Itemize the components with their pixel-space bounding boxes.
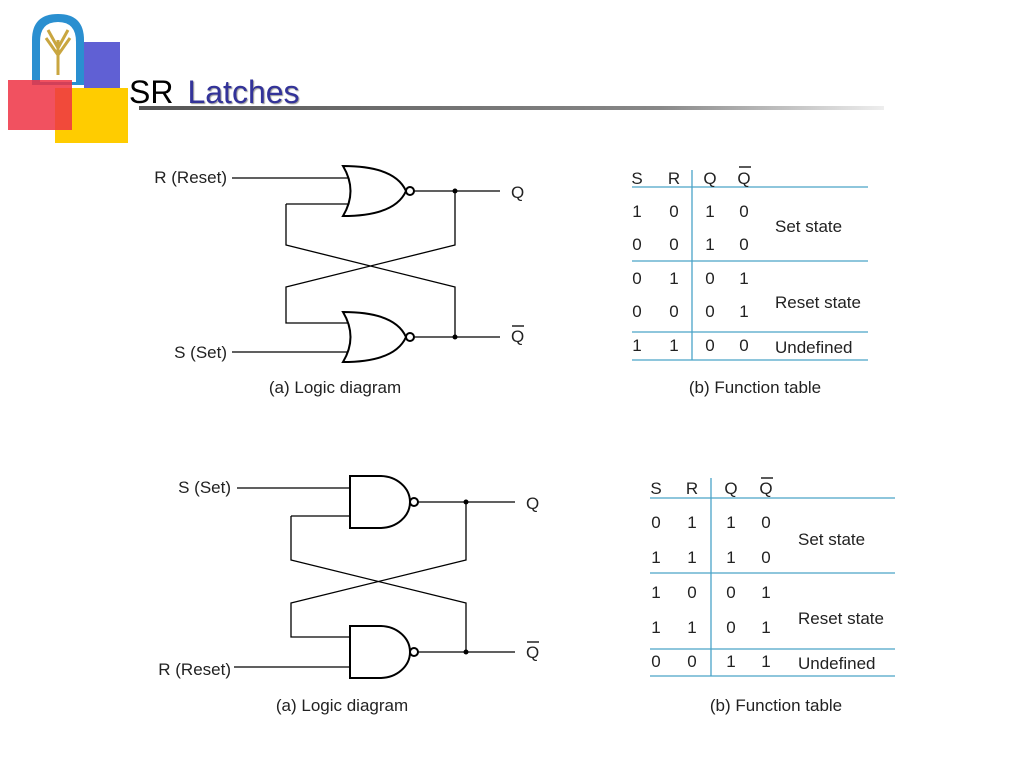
table-caption: (b) Function table bbox=[710, 696, 842, 715]
column-header: Q bbox=[737, 169, 750, 188]
nor-latch-diagram: R (Reset) S (Set) Q Q (a) Logic diagram bbox=[154, 164, 524, 397]
inverter-bubble bbox=[405, 332, 415, 342]
column-header: Q bbox=[724, 479, 737, 498]
junction-dot bbox=[452, 188, 458, 194]
title-underline bbox=[139, 106, 884, 110]
table-cell: 1 bbox=[632, 336, 641, 355]
state-label: Reset state bbox=[775, 293, 861, 312]
table-cell: 1 bbox=[726, 513, 735, 532]
table-cell: 0 bbox=[687, 583, 696, 602]
table-cell: 1 bbox=[739, 302, 748, 321]
inverter-bubble bbox=[409, 647, 419, 657]
inverter-bubble bbox=[409, 497, 419, 507]
nand-function-table: S R Q Q 0 1 1 0 1 1 1 0 1 0 0 1 1 1 0 1 0 0 1 1 Set state Reset… bbox=[650, 477, 895, 715]
table-cell: 0 bbox=[632, 269, 641, 288]
input-label-reset: R (Reset) bbox=[154, 168, 227, 187]
junction-dot bbox=[452, 334, 458, 340]
table-cell: 1 bbox=[651, 548, 660, 567]
table-cell: 1 bbox=[687, 513, 696, 532]
table-cell: 0 bbox=[739, 336, 748, 355]
table-cell: 0 bbox=[761, 513, 770, 532]
table-cell: 1 bbox=[651, 583, 660, 602]
nand-gate-top bbox=[349, 475, 411, 529]
table-cell: 0 bbox=[705, 336, 714, 355]
output-label-q: Q bbox=[511, 183, 524, 202]
diagram-caption: (a) Logic diagram bbox=[276, 696, 408, 715]
table-cell: 1 bbox=[687, 618, 696, 637]
table-caption: (b) Function table bbox=[689, 378, 821, 397]
column-header: R bbox=[686, 479, 698, 498]
nor-gate-top bbox=[341, 164, 408, 218]
table-cell: 1 bbox=[632, 202, 641, 221]
junction-dot bbox=[463, 649, 469, 655]
nand-gate-bottom bbox=[349, 625, 411, 679]
table-cell: 1 bbox=[761, 618, 770, 637]
table-cell: 1 bbox=[761, 583, 770, 602]
title-accent: Latches bbox=[187, 74, 300, 110]
column-header: Q bbox=[703, 169, 716, 188]
nor-function-table: S R Q Q 1 0 1 0 0 0 1 0 0 1 0 1 0 0 0 1 1 1 0 0 Set state Reset… bbox=[631, 166, 868, 397]
table-cell: 0 bbox=[739, 235, 748, 254]
slide-title: SR Latches bbox=[129, 74, 300, 111]
table-cell: 1 bbox=[705, 235, 714, 254]
column-header: R bbox=[668, 169, 680, 188]
table-cell: 1 bbox=[651, 618, 660, 637]
table-cell: 1 bbox=[669, 336, 678, 355]
table-cell: 0 bbox=[726, 618, 735, 637]
state-label: Reset state bbox=[798, 609, 884, 628]
university-logo bbox=[8, 14, 128, 143]
table-cell: 0 bbox=[726, 583, 735, 602]
table-cell: 1 bbox=[669, 269, 678, 288]
state-label: Set state bbox=[798, 530, 865, 549]
output-label-q-bar: Q bbox=[526, 643, 539, 662]
column-header: S bbox=[631, 169, 642, 188]
column-header: S bbox=[650, 479, 661, 498]
table-cell: 1 bbox=[726, 548, 735, 567]
table-cell: 1 bbox=[726, 652, 735, 671]
inverter-bubble bbox=[405, 186, 415, 196]
table-cell: 1 bbox=[687, 548, 696, 567]
input-label-reset: R (Reset) bbox=[158, 660, 231, 679]
input-label-set: S (Set) bbox=[174, 343, 227, 362]
table-cell: 0 bbox=[632, 235, 641, 254]
column-header: Q bbox=[759, 479, 772, 498]
table-cell: 0 bbox=[687, 652, 696, 671]
table-cell: 0 bbox=[669, 202, 678, 221]
table-cell: 0 bbox=[739, 202, 748, 221]
junction-dot bbox=[463, 499, 469, 505]
state-label: Undefined bbox=[775, 338, 853, 357]
table-cell: 1 bbox=[705, 202, 714, 221]
input-label-set: S (Set) bbox=[178, 478, 231, 497]
table-cell: 0 bbox=[761, 548, 770, 567]
nand-latch-diagram: S (Set) R (Reset) Q Q (a) Logic diagram bbox=[158, 475, 539, 715]
table-cell: 0 bbox=[669, 302, 678, 321]
title-prefix: SR bbox=[129, 74, 174, 110]
state-label: Undefined bbox=[798, 654, 876, 673]
nor-gate-bottom bbox=[341, 310, 408, 364]
table-cell: 0 bbox=[705, 269, 714, 288]
table-cell: 0 bbox=[669, 235, 678, 254]
table-cell: 0 bbox=[705, 302, 714, 321]
table-cell: 0 bbox=[651, 652, 660, 671]
table-cell: 1 bbox=[739, 269, 748, 288]
table-cell: 0 bbox=[632, 302, 641, 321]
output-label-q-bar: Q bbox=[511, 327, 524, 346]
output-label-q: Q bbox=[526, 494, 539, 513]
table-cell: 0 bbox=[651, 513, 660, 532]
diagram-caption: (a) Logic diagram bbox=[269, 378, 401, 397]
table-cell: 1 bbox=[761, 652, 770, 671]
state-label: Set state bbox=[775, 217, 842, 236]
